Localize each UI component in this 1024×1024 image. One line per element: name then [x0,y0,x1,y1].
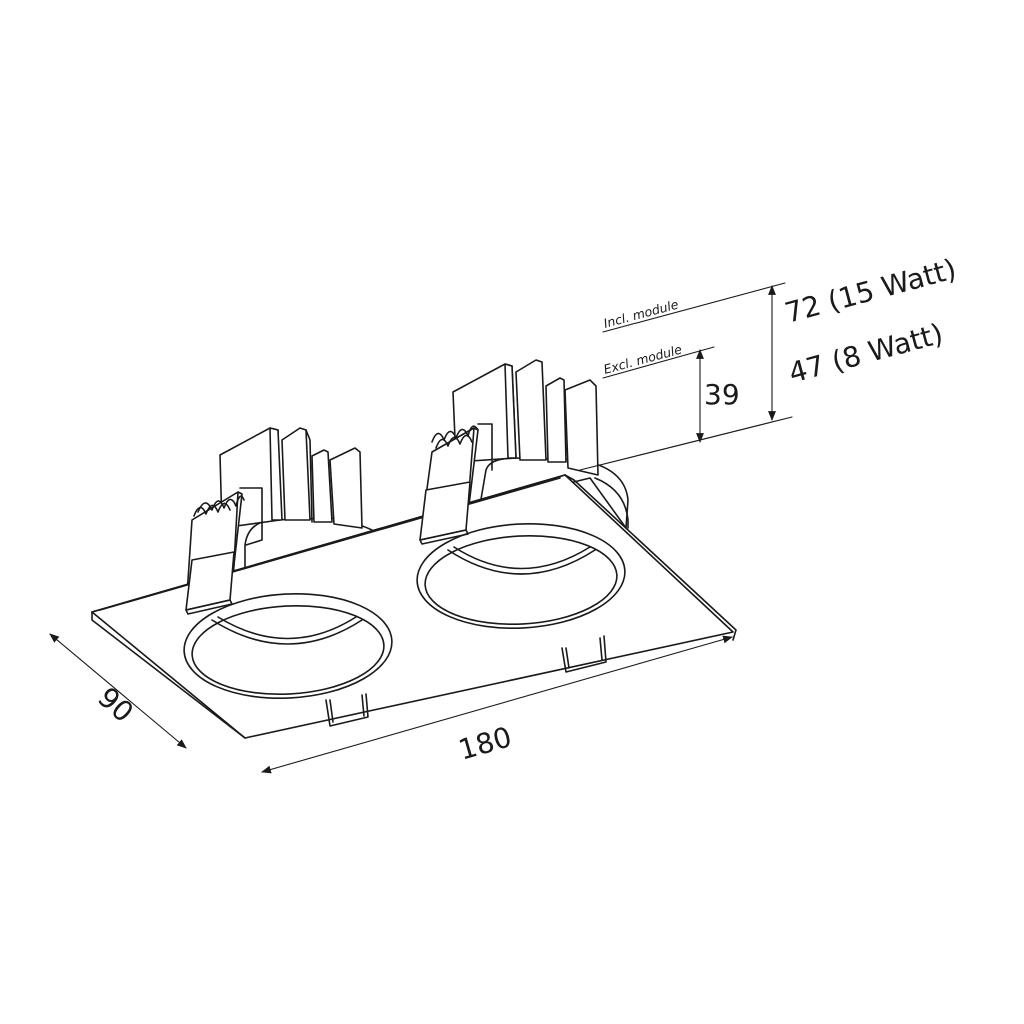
incl-module-label: Incl. module [602,296,680,330]
right-module-heatsink [452,359,629,529]
dimension-90-text: 90 [91,681,140,729]
dimension-47-text: 47 (8 Watt) [785,317,946,390]
dimension-180: 180 [261,635,733,774]
clip-overlays [185,477,629,615]
dimension-39-text: 39 [704,378,740,411]
height-dimensions: Incl. module Excl. module 39 72 (15 Watt… [579,252,960,471]
right-trim-ring [416,522,626,630]
dimension-180-text: 180 [455,720,515,766]
excl-module-label: Excl. module [602,342,684,377]
